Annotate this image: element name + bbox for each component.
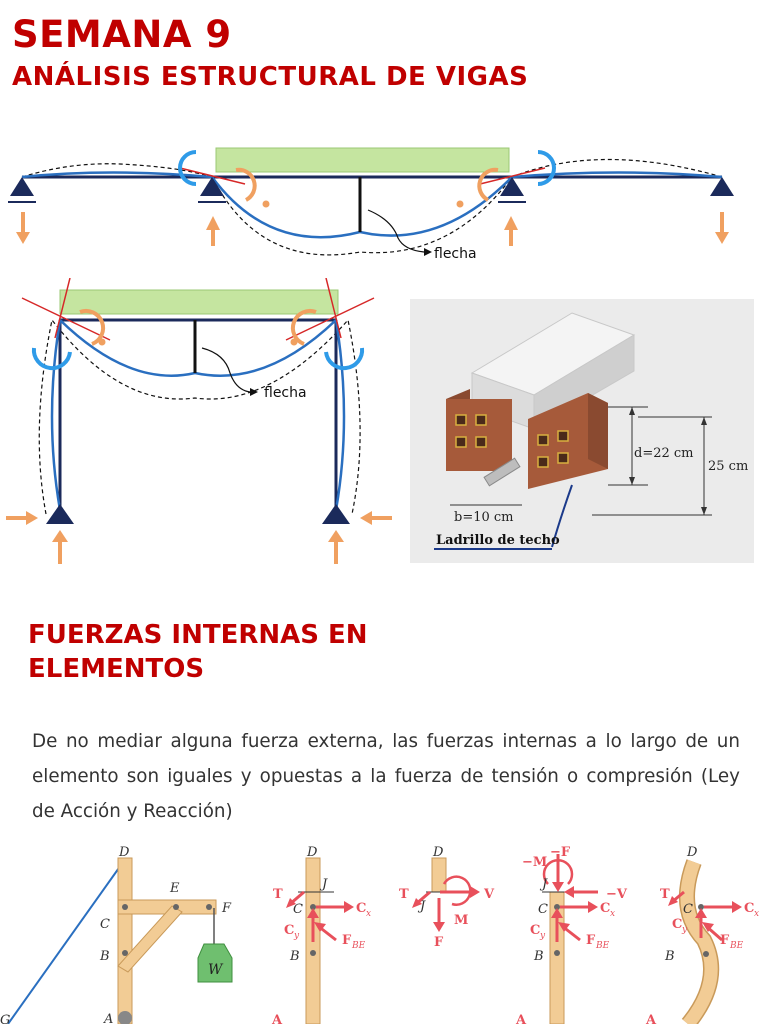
svg-text:F: F xyxy=(221,901,232,916)
svg-text:M: M xyxy=(454,913,468,928)
svg-text:C: C xyxy=(538,902,548,917)
svg-text:A: A xyxy=(103,1012,113,1024)
svg-text:W: W xyxy=(208,962,224,978)
svg-text:A: A xyxy=(645,1013,657,1024)
page-subtitle: ANÁLISIS ESTRUCTURAL DE VIGAS xyxy=(12,62,529,92)
svg-text:−F: −F xyxy=(550,845,571,860)
svg-text:BE: BE xyxy=(595,941,610,951)
brick-caption: Ladrillo de techo xyxy=(436,533,560,548)
dimension-d-label: d=22 cm xyxy=(634,446,694,461)
svg-text:D: D xyxy=(118,845,130,860)
frame-flecha-pointer xyxy=(201,347,251,393)
tangent-line-right xyxy=(479,167,546,185)
deflected-shape-left xyxy=(21,171,213,179)
svg-text:F: F xyxy=(434,935,444,950)
svg-text:E: E xyxy=(169,881,180,896)
continuous-beam-diagram: flecha xyxy=(8,147,734,262)
beam-supports xyxy=(10,177,734,196)
svg-text:B: B xyxy=(99,949,110,964)
svg-text:D: D xyxy=(686,845,698,860)
svg-text:x: x xyxy=(754,909,759,919)
panel-3-cut-section: D T J V M F xyxy=(399,845,495,950)
svg-text:F: F xyxy=(342,933,352,948)
frame-deflected-right-col xyxy=(334,319,346,511)
svg-text:T: T xyxy=(273,887,283,902)
moment-arrows xyxy=(178,150,556,202)
frame-moment-arrows xyxy=(31,308,365,371)
svg-text:BE: BE xyxy=(351,941,366,951)
svg-text:C: C xyxy=(683,902,693,917)
deflection-outline-left xyxy=(21,163,213,178)
svg-text:J: J xyxy=(319,877,328,892)
svg-text:C: C xyxy=(672,917,682,932)
flecha-label: flecha xyxy=(434,246,477,262)
page-title: SEMANA 9 xyxy=(12,13,232,56)
svg-text:C: C xyxy=(356,901,366,916)
svg-text:x: x xyxy=(366,909,371,919)
svg-text:T: T xyxy=(399,887,409,902)
svg-text:V: V xyxy=(483,887,495,902)
svg-text:J: J xyxy=(417,899,426,914)
dimension-lines xyxy=(450,406,712,516)
frame-deflected-left-col xyxy=(50,319,62,511)
svg-text:G: G xyxy=(0,1013,10,1024)
svg-text:D: D xyxy=(306,845,318,860)
panel-1-structure: W D E F C B A G xyxy=(0,845,233,1024)
svg-text:T: T xyxy=(660,887,670,902)
brick-left xyxy=(446,399,512,471)
svg-text:y: y xyxy=(293,931,300,941)
flecha-pointer xyxy=(367,209,425,253)
frame-diagram: flecha xyxy=(6,278,392,564)
steel-rod xyxy=(483,457,521,487)
svg-text:C: C xyxy=(284,923,294,938)
svg-text:C: C xyxy=(530,923,540,938)
svg-text:C: C xyxy=(293,902,303,917)
svg-text:D: D xyxy=(432,845,444,860)
frame-deflection-outline xyxy=(38,318,361,515)
svg-text:y: y xyxy=(681,925,688,935)
svg-text:A: A xyxy=(271,1013,283,1024)
section-heading: FUERZAS INTERNAS EN ELEMENTOS xyxy=(28,620,368,684)
svg-text:C: C xyxy=(600,901,610,916)
svg-text:−V: −V xyxy=(606,887,628,902)
svg-text:B: B xyxy=(664,949,675,964)
section-paragraph: De no mediar alguna fuerza externa, las … xyxy=(32,731,740,822)
svg-text:C: C xyxy=(100,917,110,932)
reaction-arrows xyxy=(16,212,729,246)
weight-block xyxy=(197,943,233,983)
svg-text:B: B xyxy=(289,949,300,964)
svg-text:F: F xyxy=(586,933,596,948)
svg-text:−M: −M xyxy=(522,855,547,870)
frame-reaction-arrows xyxy=(6,511,392,564)
svg-text:y: y xyxy=(539,931,546,941)
deflection-outline-right xyxy=(511,158,723,178)
frame-flecha-label: flecha xyxy=(264,385,307,401)
svg-text:B: B xyxy=(533,949,544,964)
deflected-shape-right xyxy=(511,171,723,179)
svg-text:C: C xyxy=(744,901,754,916)
frame-supports xyxy=(46,504,350,524)
roof-brick-figure: d=22 cm 25 cm b=10 cm Ladrillo de techo xyxy=(410,299,754,563)
dimension-b-label: b=10 cm xyxy=(454,510,514,525)
distributed-load-block xyxy=(215,147,510,173)
frame-members xyxy=(58,318,338,510)
tangent-line-left xyxy=(179,167,246,185)
svg-text:BE: BE xyxy=(729,941,744,951)
svg-text:A: A xyxy=(515,1013,527,1024)
svg-text:J: J xyxy=(539,877,548,892)
frame-load-block xyxy=(59,289,339,315)
deflection-outline-mid xyxy=(211,176,513,256)
dimension-height-label: 25 cm xyxy=(708,459,748,474)
deflected-shape-mid xyxy=(210,176,513,239)
svg-text:x: x xyxy=(610,909,615,919)
svg-text:F: F xyxy=(720,933,730,948)
